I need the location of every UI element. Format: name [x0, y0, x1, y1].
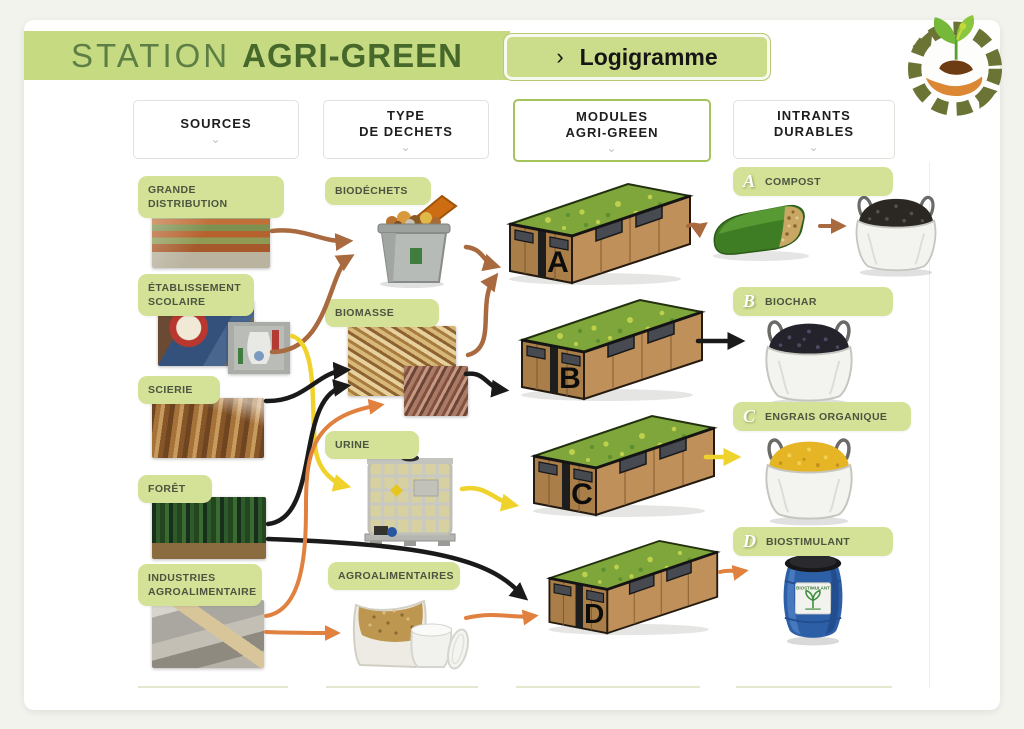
- source-label-etablissement-scolaire: ÉTABLISSEMENT SCOLAIRE: [138, 274, 254, 317]
- column-header-label: SOURCES: [180, 115, 252, 131]
- column-footer-line: [138, 686, 288, 688]
- forest-photo: [152, 497, 266, 559]
- title-agri-green: AGRI-GREEN: [242, 36, 463, 74]
- intrant-letter-a: A: [743, 171, 756, 191]
- column-divider: [929, 162, 930, 688]
- waste-label-urine: URINE: [325, 431, 419, 460]
- intrant-letter-c: C: [743, 406, 756, 426]
- module-letter: C: [571, 478, 593, 511]
- biowaste-bin-illustration: [352, 192, 467, 290]
- module-letter: A: [547, 246, 569, 279]
- waste-label-biodechets: BIODÉCHETS: [325, 177, 431, 206]
- column-header-label: MODULES: [576, 108, 648, 124]
- intrant-letter-b: B: [743, 291, 756, 311]
- column-header-modules[interactable]: MODULES AGRI-GREEN ⌄: [513, 99, 711, 162]
- chevron-down-icon: ⌄: [808, 140, 820, 155]
- column-footer-line: [516, 686, 700, 688]
- logigramme-button[interactable]: › Logigramme: [503, 33, 771, 81]
- big-bag-compost: [846, 176, 946, 280]
- agrifood-industry-photo: [152, 600, 264, 668]
- logigramme-button-label: Logigramme: [579, 43, 718, 70]
- module-letter: B: [559, 362, 581, 395]
- module-b-container: B: [512, 284, 707, 402]
- title-banner: STATION AGRI-GREEN: [24, 31, 510, 80]
- module-a-container: A: [500, 168, 695, 286]
- grain-bag-and-bucket-illustration: [350, 583, 475, 683]
- column-header-waste-types[interactable]: TYPE DE DECHETS ⌄: [323, 100, 489, 159]
- bark-chips-photo: [404, 366, 468, 416]
- source-label-industries-agroalimentaire: INDUSTRIES AGROALIMENTAIRE: [138, 564, 262, 607]
- waste-label-biomasse: BIOMASSE: [325, 299, 439, 328]
- big-bag-biochar: [750, 302, 868, 408]
- column-header-sources[interactable]: SOURCES ⌄: [133, 100, 299, 159]
- column-header-label: DURABLES: [773, 124, 855, 139]
- intrant-label-biostimulant: D BIOSTIMULANT: [733, 527, 893, 556]
- column-header-intrants[interactable]: INTRANTS DURABLES ⌄: [733, 100, 895, 159]
- intrant-label-compost: A COMPOST: [733, 167, 893, 196]
- intrant-label-engrais-organique: C ENGRAIS ORGANIQUE: [733, 402, 911, 431]
- module-letter: D: [584, 598, 604, 629]
- column-header-label: INTRANTS: [777, 107, 851, 123]
- source-label-scierie: SCIERIE: [138, 376, 220, 405]
- intrant-label-biochar: B BIOCHAR: [733, 287, 893, 316]
- drum-label: BIOSTIMULANT: [796, 586, 830, 591]
- module-d-container: D: [540, 526, 722, 636]
- chevron-down-icon: ⌄: [210, 132, 222, 147]
- big-bag-engrais: [750, 420, 868, 526]
- column-footer-line: [326, 686, 478, 688]
- chevron-right-icon: ›: [556, 44, 564, 69]
- column-header-label: AGRI-GREEN: [565, 125, 659, 140]
- intrant-letter-d: D: [743, 531, 756, 551]
- title-station: STATION: [71, 36, 231, 74]
- waste-label-agroalimentaires: AGROALIMENTAIRES: [328, 562, 460, 591]
- compost-windrow-illustration: [708, 194, 822, 266]
- source-label-grande-distribution: GRANDE DISTRIBUTION: [138, 176, 284, 219]
- column-header-label: DE DECHETS: [359, 124, 453, 139]
- agri-green-logo-icon: [898, 6, 1012, 118]
- source-label-foret: FORÊT: [138, 475, 212, 504]
- chevron-down-icon: ⌄: [606, 141, 618, 156]
- column-header-label: TYPE: [387, 107, 425, 123]
- urine-collector-photo: [228, 322, 290, 374]
- column-footer-line: [736, 686, 892, 688]
- ibc-tank-illustration: [362, 446, 458, 548]
- chevron-down-icon: ⌄: [400, 140, 412, 155]
- module-c-container: C: [524, 400, 719, 518]
- blue-drum-biostimulant: BIOSTIMULANT: [779, 544, 847, 646]
- sawmill-wood-photo: [152, 398, 264, 458]
